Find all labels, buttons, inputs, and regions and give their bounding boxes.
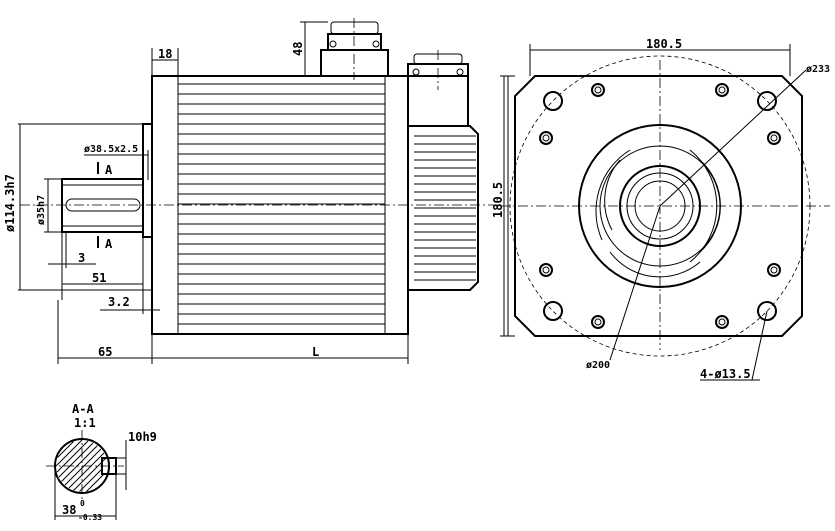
section-scale: 1:1 (74, 416, 96, 430)
screw (715, 315, 729, 329)
screw-head (594, 318, 602, 326)
dim-180-5-top-label: 180.5 (646, 37, 682, 51)
dim-3-2-label: 3.2 (108, 295, 130, 309)
screw (591, 83, 605, 97)
dim-233-label: ø233 (806, 64, 830, 75)
screw-head (718, 86, 726, 94)
encoder-connector (407, 50, 469, 90)
dim-65-label: 65 (98, 345, 112, 359)
front-flange (142, 123, 153, 238)
power-connector (320, 18, 389, 80)
section-title: A-A (72, 402, 94, 416)
dim-10h9-label: 10h9 (128, 430, 157, 444)
hatch-line (86, 474, 104, 492)
screw-head (542, 266, 550, 274)
screw (767, 263, 781, 277)
section-a-a: A-A 1:1 10h9 38 0 -0.33 (46, 402, 157, 522)
dim-35h7-label: ø35h7 (36, 195, 47, 225)
dim-l-label: L (312, 345, 319, 359)
screw (767, 131, 781, 145)
screw-head (718, 318, 726, 326)
dim-38-label: 38 (62, 503, 76, 517)
dim-51-label: 51 (92, 271, 106, 285)
dim-180-5-side-label: 180.5 (491, 182, 505, 218)
hatch-line (61, 445, 98, 482)
encoder-housing (407, 75, 479, 291)
section-mark-a-top: A (105, 163, 113, 177)
shaft (61, 178, 144, 233)
hatch-line (57, 441, 74, 458)
cooling-fins (178, 83, 385, 325)
hatch-line (79, 469, 102, 492)
dim-18-label: 18 (158, 47, 172, 61)
hatch-line (68, 452, 105, 489)
front-flange-square (514, 75, 803, 337)
screw-head (594, 86, 602, 94)
screw (539, 131, 553, 145)
mounting-holes (543, 91, 777, 321)
screw-head (770, 266, 778, 274)
dim-3-label: 3 (78, 251, 85, 265)
hatch-line (56, 440, 89, 473)
arc-slot-left (604, 159, 621, 231)
screw (539, 263, 553, 277)
hatch-line (55, 439, 83, 467)
screw (715, 83, 729, 97)
dim-38-lower-tol: -0.33 (78, 513, 102, 522)
dim-38-5x2-5-label: ø38.5x2.5 (84, 144, 138, 155)
hatch-line (58, 442, 94, 478)
hatch-line (73, 457, 107, 491)
screw-head (542, 134, 550, 142)
side-view: 18 48 ø38.5x2.5 A A ø114.3h7 ø35h7 3 51 (3, 18, 500, 364)
screw (591, 315, 605, 329)
dim-38-upper-tol: 0 (80, 499, 85, 508)
hatch-line (64, 448, 102, 486)
screw-head (770, 134, 778, 142)
front-view: 180.5 180.5 ø233 (491, 37, 830, 381)
dim-48-label: 48 (291, 42, 305, 56)
section-mark-a-bottom: A (105, 237, 113, 251)
dim-200-label: ø200 (586, 360, 610, 371)
dim-4x13-5-label: 4-ø13.5 (700, 367, 751, 381)
dim-114-3h7-label: ø114.3h7 (3, 174, 17, 232)
flange-screws (539, 83, 781, 329)
arc-slot-bottom (609, 251, 701, 278)
